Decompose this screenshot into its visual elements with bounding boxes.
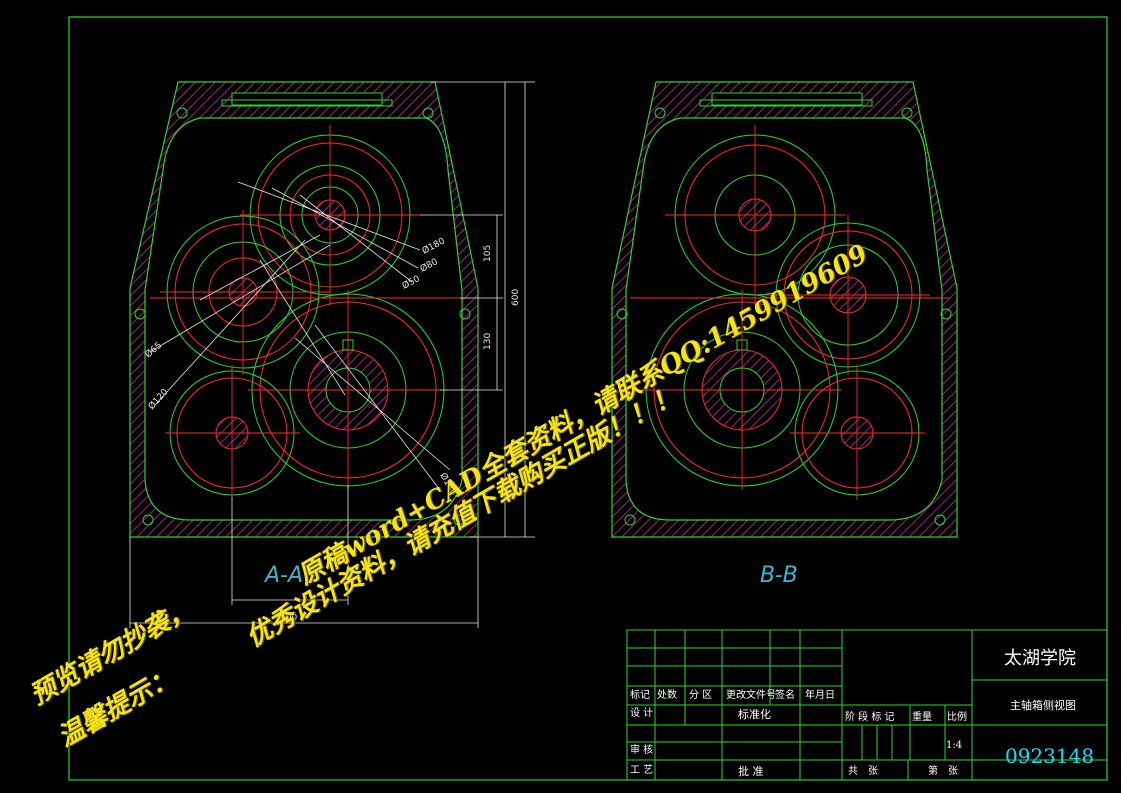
scale-value: 1:4 xyxy=(946,740,962,751)
dim-d120: Ø120 xyxy=(146,386,171,412)
label-process: 工 艺 xyxy=(630,764,653,776)
school-name: 太湖学院 xyxy=(1004,648,1076,669)
dim-105: 105 xyxy=(483,245,493,262)
label-scale: 比例 xyxy=(947,710,967,723)
view-b-b: B-B xyxy=(611,81,958,588)
rev-h3: 分 区 xyxy=(689,689,712,701)
label-approve: 批 准 xyxy=(738,764,764,778)
drawing-number: 0923148 xyxy=(1005,744,1094,768)
label-weight: 重量 xyxy=(912,710,932,723)
rev-h4: 更改文件号 xyxy=(726,688,776,701)
dim-130: 130 xyxy=(483,333,493,350)
dim-d180: Ø180 xyxy=(420,235,447,256)
rev-h1: 标记 xyxy=(630,689,650,701)
centerlines-right xyxy=(630,125,950,500)
dim-600: 600 xyxy=(511,289,521,306)
leaders-left xyxy=(149,181,451,491)
bolt-holes-right xyxy=(616,107,952,526)
bolt-holes-left xyxy=(134,107,471,526)
dim-d80: Ø80 xyxy=(418,256,440,275)
label-design: 设 计 xyxy=(630,706,653,719)
label-total: 共 张 xyxy=(848,765,878,777)
label-stage: 阶 段 标 记 xyxy=(845,710,895,723)
label-std: 标准化 xyxy=(738,707,771,721)
label-check: 审 核 xyxy=(630,743,653,756)
dim-d65: Ø65 xyxy=(143,340,164,360)
label-sheet: 第 张 xyxy=(928,764,958,777)
drawing-frame xyxy=(68,16,1108,781)
rev-h2: 处数 xyxy=(657,688,677,701)
drawing-name: 主轴箱侧视图 xyxy=(1010,698,1076,712)
housing-left-hatch xyxy=(129,81,479,538)
vertical-dims-left xyxy=(420,81,535,538)
dim-400: 400 xyxy=(280,613,297,623)
title-block xyxy=(626,629,1108,781)
rev-h5: 签名 xyxy=(775,688,795,701)
rev-h6: 年月日 xyxy=(805,688,835,701)
centerlines-left xyxy=(150,125,470,500)
horizontal-dims-left xyxy=(129,485,479,628)
view-label-b: B-B xyxy=(760,563,798,588)
housing-right-hatch xyxy=(611,81,958,538)
view-label-a: A-A xyxy=(263,563,303,588)
